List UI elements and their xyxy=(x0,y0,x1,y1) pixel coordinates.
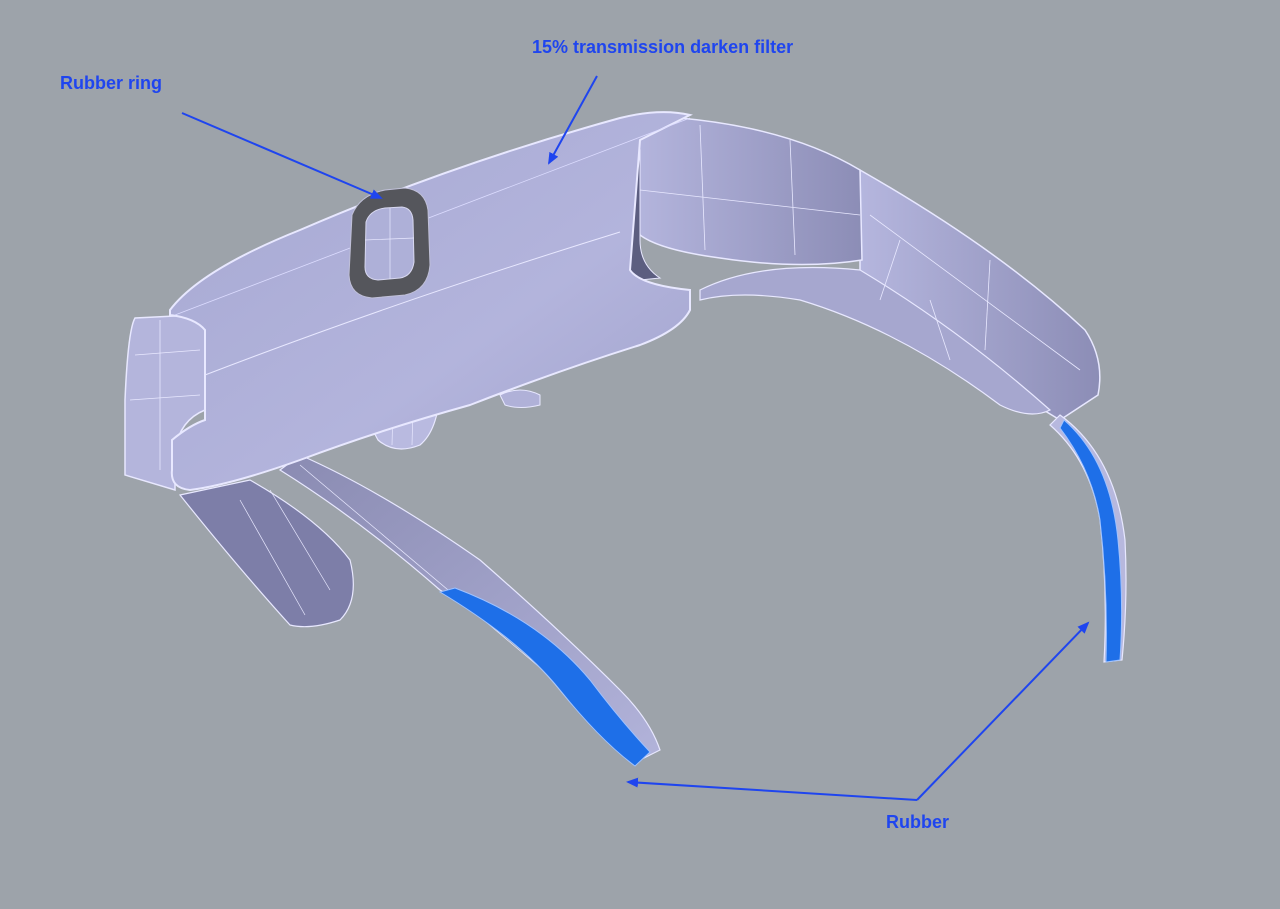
rubber-ring xyxy=(348,187,431,299)
filter-arrow xyxy=(548,75,598,165)
ring-arrow xyxy=(181,112,383,199)
filter-label: 15% transmission darken filter xyxy=(532,37,794,57)
right-rubber-tip xyxy=(1059,419,1123,663)
rubber-label: Rubber xyxy=(886,812,949,832)
left-hinge-panel xyxy=(178,479,354,628)
rubber-arrow-left xyxy=(626,777,918,801)
annotation-arrows xyxy=(181,75,1090,801)
rubber-ring-label: Rubber ring xyxy=(60,73,162,93)
left-rubber-tip xyxy=(438,587,651,767)
rubber-arrow-right xyxy=(916,621,1090,801)
right-housing xyxy=(619,117,863,281)
